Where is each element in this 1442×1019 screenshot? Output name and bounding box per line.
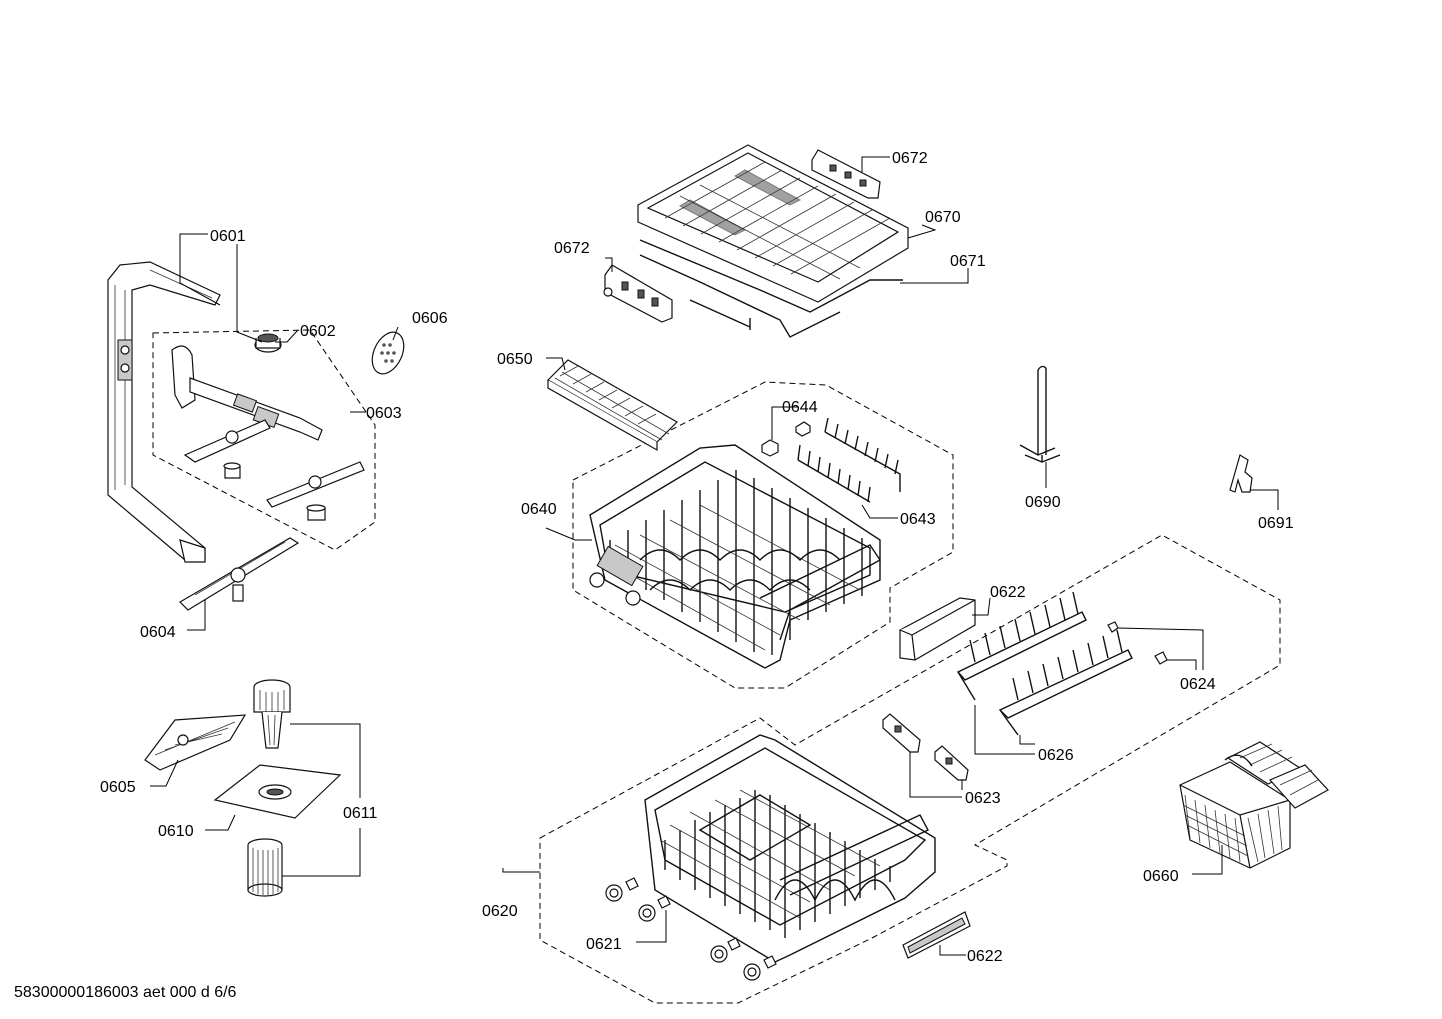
folding-spikes-upper-part <box>797 417 901 503</box>
document-id: 58300000186003 aet 000 d 6/6 <box>14 984 237 1001</box>
callout-0603: 0603 <box>366 405 402 422</box>
callout-0690: 0690 <box>1025 494 1061 511</box>
callout-0660: 0660 <box>1143 868 1179 885</box>
micro-filter-part <box>247 838 283 897</box>
group-outline-lower-basket <box>539 534 1281 1004</box>
callout-0672-right: 0672 <box>892 150 928 167</box>
tray-clip-right-part <box>811 149 881 199</box>
wheels-0621 <box>605 877 777 981</box>
callout-0670: 0670 <box>925 209 961 226</box>
callout-0691: 0691 <box>1258 515 1294 532</box>
cutlery-tray-part <box>637 144 909 303</box>
rod-part <box>1019 365 1061 463</box>
callout-0672-left: 0672 <box>554 240 590 257</box>
callout-0602: 0602 <box>300 323 336 340</box>
plate-rack-lower-part <box>998 629 1133 736</box>
callout-0624: 0624 <box>1180 676 1216 693</box>
tray-clip-left-part <box>603 264 673 323</box>
callout-0644: 0644 <box>782 399 818 416</box>
leader-lines <box>150 156 1279 956</box>
handle-lower-part <box>902 911 971 959</box>
supply-pipe-part <box>107 261 221 563</box>
callout-0610: 0610 <box>158 823 194 840</box>
callout-0601: 0601 <box>210 228 246 245</box>
filter-cylinder-part <box>253 679 291 749</box>
cup-shelf-part <box>547 359 678 452</box>
callout-0622-lower: 0622 <box>967 948 1003 965</box>
callout-0604: 0604 <box>140 624 176 641</box>
small-parts-0624 <box>1107 621 1168 665</box>
clip-part <box>254 333 282 353</box>
callout-0622-upper: 0622 <box>990 584 1026 601</box>
tray-rail-part <box>639 239 903 338</box>
callout-0650: 0650 <box>497 351 533 368</box>
holders-0623 <box>882 713 969 781</box>
side-clip-part <box>1229 454 1253 493</box>
callout-0626: 0626 <box>1038 747 1074 764</box>
callout-0671: 0671 <box>950 253 986 270</box>
lower-spray-arm-part <box>179 537 300 611</box>
callout-0611: 0611 <box>343 805 378 822</box>
group-outline-upper-basket <box>572 381 954 689</box>
callout-0605: 0605 <box>100 779 136 796</box>
filter-disc-part <box>371 331 405 375</box>
callout-0621: 0621 <box>586 936 622 953</box>
handle-upper-part <box>899 597 976 661</box>
upper-basket-part <box>589 444 882 669</box>
callout-0606: 0606 <box>412 310 448 327</box>
callout-labels: 0601 0602 0606 0603 0604 0605 0610 0611 … <box>100 150 1294 965</box>
callout-0643: 0643 <box>900 511 936 528</box>
plate-rack-upper-part <box>956 591 1087 701</box>
filter-tray-part <box>144 714 247 771</box>
callout-0620: 0620 <box>482 903 518 920</box>
cutlery-basket-part <box>1179 741 1329 869</box>
group-outline-spray-arm <box>152 329 376 551</box>
holder-small-part <box>761 421 811 457</box>
flat-filter-part <box>213 764 342 819</box>
callout-0623: 0623 <box>965 790 1001 807</box>
callout-0640: 0640 <box>521 501 557 518</box>
lower-basket-part <box>644 734 936 963</box>
upper-spray-arm-part <box>171 345 365 521</box>
